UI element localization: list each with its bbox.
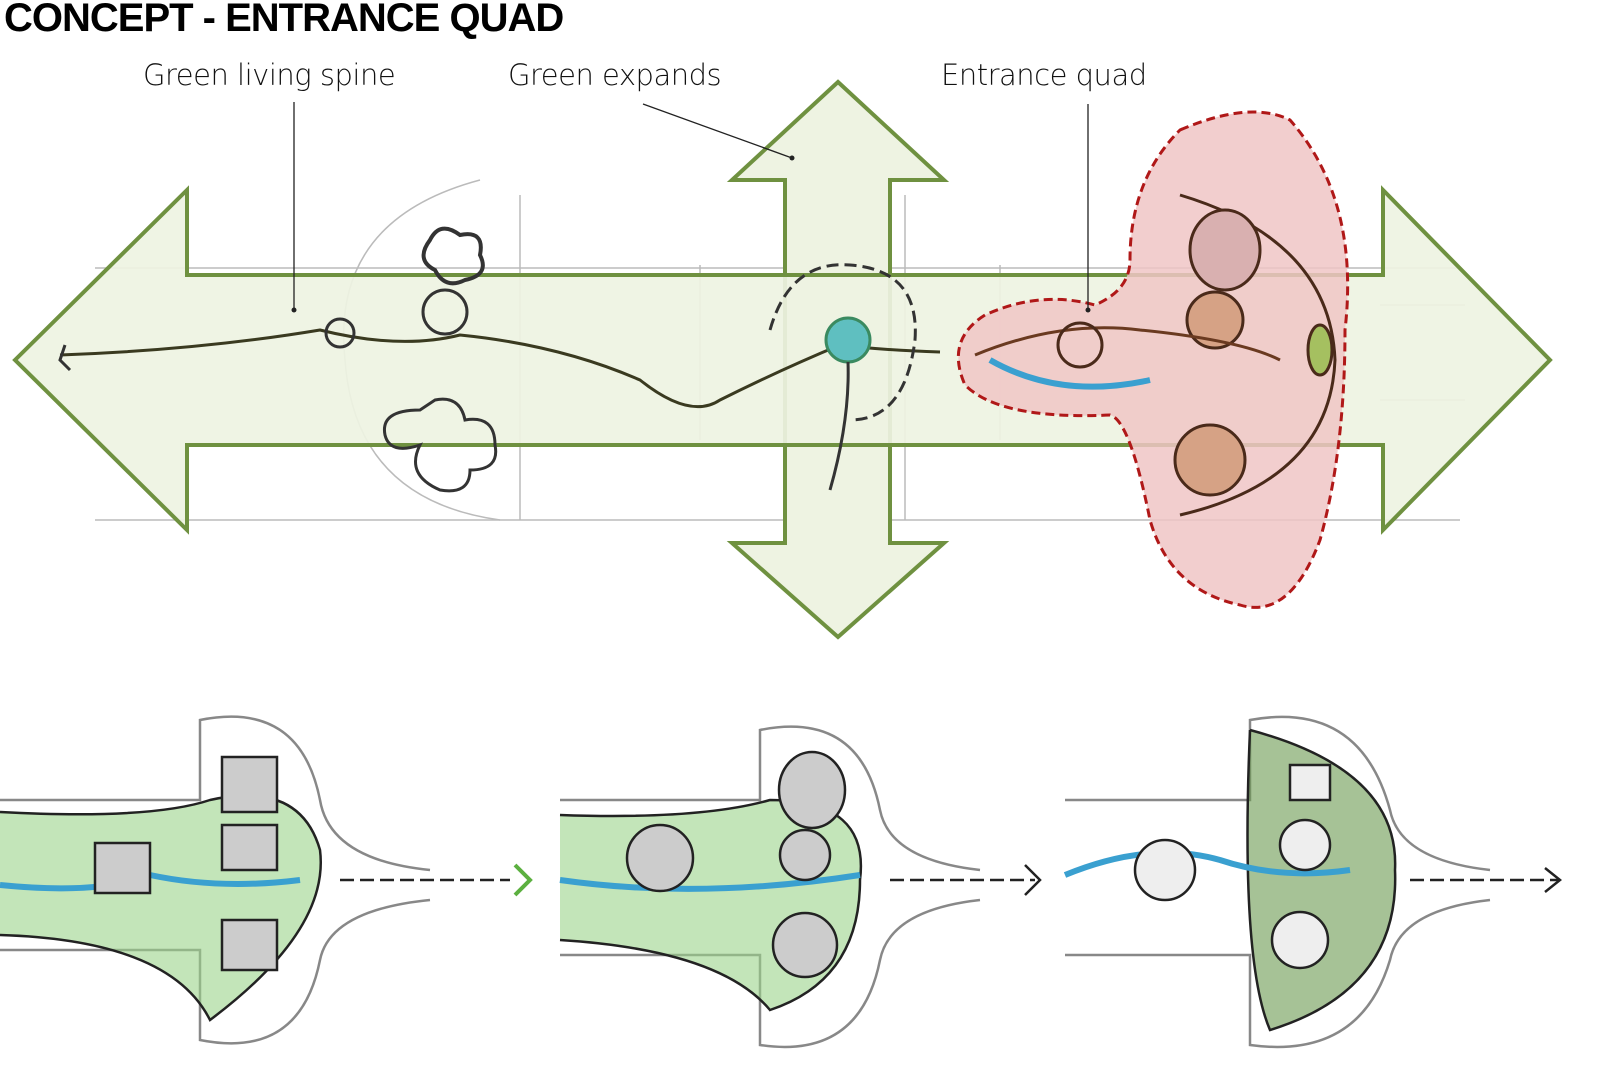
page-title: CONCEPT - ENTRANCE QUAD xyxy=(4,0,564,40)
label-entrance-quad: Entrance quad xyxy=(941,58,1147,92)
label-green-living-spine: Green living spine xyxy=(143,58,396,92)
sketch-option-1 xyxy=(0,715,533,1045)
spine-sketch xyxy=(58,226,941,493)
entrance-quad-sketch xyxy=(974,193,1337,517)
leader-lines xyxy=(293,102,1089,310)
entrance-quad-highlight xyxy=(956,110,1350,609)
sketch-option-3 xyxy=(1063,715,1563,1049)
label-green-expands: Green expands xyxy=(508,58,722,92)
sketch-option-2 xyxy=(559,725,1042,1049)
